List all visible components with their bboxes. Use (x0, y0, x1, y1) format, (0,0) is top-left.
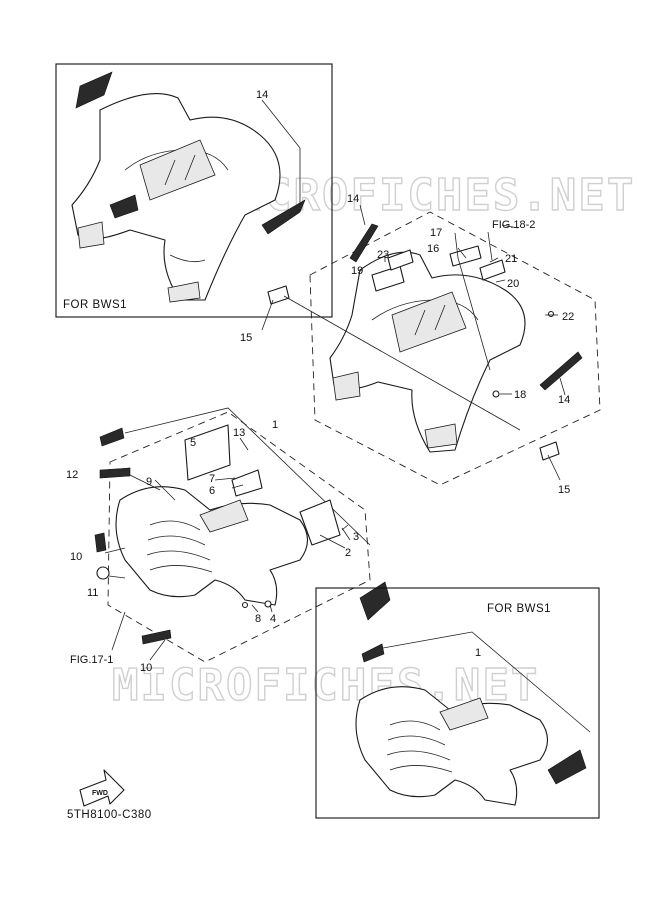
callout-21: 21 (505, 253, 517, 265)
decal-left-bws1 (361, 643, 385, 663)
callout-14-b: 14 (558, 394, 570, 406)
front-decal-left (99, 427, 125, 447)
cap-11 (96, 566, 110, 580)
front-fender (115, 486, 309, 606)
decal-16 (449, 245, 482, 267)
rear-reflector-left (332, 371, 361, 401)
callout-5: 5 (190, 437, 196, 449)
rear-assembly-boundary (309, 211, 601, 486)
callout-16: 16 (427, 243, 439, 255)
callout-1: 1 (272, 419, 278, 431)
reflector-10-left (94, 532, 107, 553)
callout-8: 8 (255, 613, 261, 625)
callout-9: 9 (146, 476, 152, 488)
inset-bottom-caption: FOR BWS1 (487, 603, 551, 615)
callout-3: 3 (353, 531, 359, 543)
callout-18: 18 (514, 389, 526, 401)
rear-storage-tray (139, 139, 216, 201)
fwd-direction-arrow: FWD (79, 769, 125, 807)
clip-22 (547, 310, 555, 318)
inset-bottom-frame (315, 587, 600, 819)
callout-7: 7 (209, 473, 215, 485)
front-lid-bws1 (439, 697, 489, 731)
reflector-rear (167, 281, 201, 303)
diagram-code: 5TH8100-C380 (67, 809, 152, 821)
reflector-15-left (267, 285, 290, 305)
callout-13: 13 (233, 427, 245, 439)
reflector-15-right (539, 441, 560, 461)
reflector-left (77, 221, 105, 249)
fwd-arrow-label: FWD (92, 790, 108, 797)
callout-17: 17 (430, 227, 442, 239)
grab-bar-left (109, 194, 139, 219)
inset-top-rear-fender-bws1: 14 FOR BWS1 (55, 63, 333, 318)
callout-22: 22 (562, 311, 574, 323)
decal-panel-2 (299, 499, 341, 546)
grommet-18 (492, 390, 500, 398)
fig-ref-18-2: FIG.18-2 (492, 219, 535, 231)
rear-fender-assembly: 14 23 16 17 21 19 20 22 15 18 14 15 FIG.… (240, 193, 601, 496)
inset-top-caption: FOR BWS1 (63, 299, 127, 311)
decal-20 (479, 259, 506, 281)
decal-strip-14-left (349, 223, 379, 263)
callout-15-a: 15 (240, 332, 252, 344)
decal-right-bws1 (547, 749, 587, 785)
callout-23: 23 (377, 249, 389, 261)
callout-19: 19 (351, 265, 363, 277)
callout-4: 4 (270, 613, 276, 625)
callout-11: 11 (87, 587, 98, 599)
reflector-10-bottom (141, 629, 172, 645)
callout-14-inset: 14 (256, 89, 268, 101)
decal-23 (387, 249, 414, 271)
front-decal-right (359, 581, 391, 621)
rear-fender-bws1 (71, 93, 281, 301)
callout-6: 6 (209, 485, 215, 497)
fwd-arrow-icon (79, 769, 125, 807)
front-storage-lid (199, 499, 249, 533)
decal-strip-12 (99, 467, 131, 479)
nut-4 (264, 600, 272, 608)
screw-8 (241, 601, 249, 609)
decal-strip-14-right (539, 351, 583, 391)
rear-reflector-center (424, 423, 458, 449)
decal-5 (184, 424, 231, 481)
callout-20: 20 (507, 278, 519, 290)
callout-10-a: 10 (70, 551, 82, 563)
inset-bottom-front-fender-bws1: 1 FOR BWS1 (315, 587, 600, 819)
inset-top-frame (55, 63, 333, 318)
rear-fender (329, 251, 526, 453)
decal-6 (231, 469, 263, 497)
callout-2: 2 (345, 547, 351, 559)
rear-storage-box (391, 291, 467, 353)
callout-12: 12 (66, 469, 78, 481)
front-fender-assembly: 1 13 5 12 9 7 6 3 2 10 11 8 4 10 FIG.17-… (66, 407, 391, 674)
callout-14-a: 14 (347, 193, 359, 205)
decal-right (261, 199, 306, 235)
inset-bottom-callout-1: 1 (475, 647, 481, 659)
callout-15-b: 15 (558, 484, 570, 496)
callout-10-b: 10 (140, 662, 152, 674)
decal-top-left (75, 71, 113, 109)
front-assembly-boundary (107, 411, 371, 663)
fig-ref-17-1: FIG.17-1 (70, 654, 113, 666)
